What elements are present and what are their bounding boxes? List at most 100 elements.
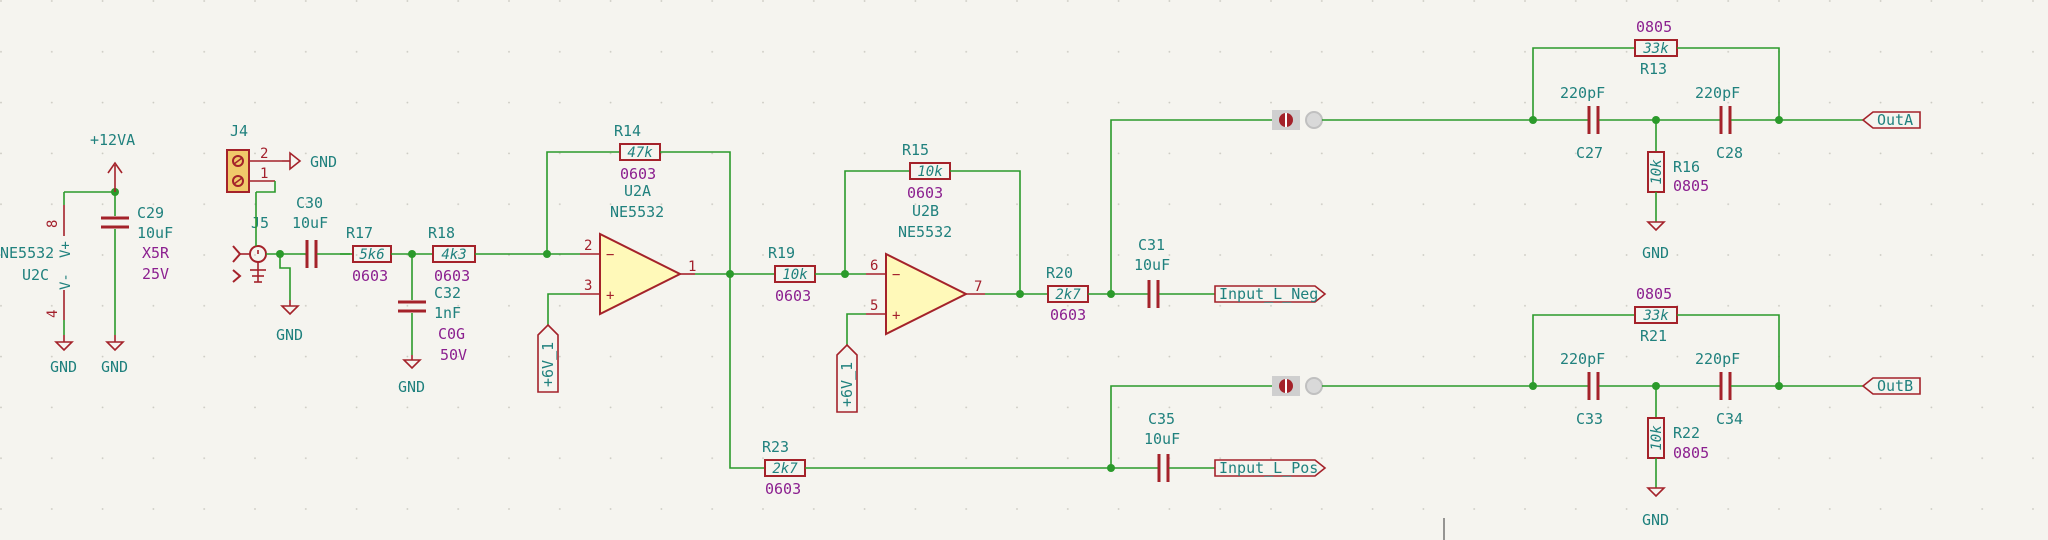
r21-value: 33k xyxy=(1642,308,1669,324)
resistor-r14[interactable]: 47k R14 0603 xyxy=(614,122,661,183)
r21-ref: R21 xyxy=(1640,327,1667,345)
net-tie-bottom[interactable] xyxy=(1272,376,1323,396)
r13-ref: R13 xyxy=(1640,60,1667,78)
u2a-plus: + xyxy=(606,288,614,304)
capacitor-c29[interactable]: C29 10uF X5R 25V xyxy=(101,192,173,335)
capacitor-c32[interactable]: C32 1nF C0G 50V xyxy=(398,254,467,364)
plus6v1-label-u2b: +6V_1 xyxy=(838,362,856,407)
r18-footprint: 0603 xyxy=(434,267,470,285)
resistor-r23[interactable]: 2k7 R23 0603 xyxy=(762,438,806,498)
c34-value: 220pF xyxy=(1695,350,1740,368)
outa-label[interactable]: OutA xyxy=(1861,111,1921,129)
gnd-symbol-j5: GND xyxy=(276,300,303,344)
gnd-symbol-r22: GND xyxy=(1642,487,1669,529)
svg-text:Input_L_Neg: Input_L_Neg xyxy=(1219,285,1318,303)
c27-ref: C27 xyxy=(1576,144,1603,162)
u2a-value: NE5532 xyxy=(610,203,664,221)
gnd-symbol-c29: GND xyxy=(101,335,128,376)
c29-dielectric: X5R xyxy=(142,244,170,262)
capacitor-c33[interactable]: 220pF C33 xyxy=(1533,350,1656,428)
svg-text:OutB: OutB xyxy=(1877,377,1913,395)
r23-footprint: 0603 xyxy=(765,480,801,498)
r21-footprint: 0805 xyxy=(1636,285,1672,303)
r13-value: 33k xyxy=(1642,41,1669,57)
plus6v1-label-u2a: +6V_1 xyxy=(539,342,557,387)
capacitor-c34[interactable]: 220pF C34 xyxy=(1656,350,1863,428)
plus6v1-flag-u2a[interactable]: +6V_1 xyxy=(537,323,559,393)
capacitor-c27[interactable]: 220pF C27 xyxy=(1533,84,1656,162)
r15-value: 10k xyxy=(917,164,943,180)
r14-footprint: 0603 xyxy=(620,165,656,183)
resistor-r20[interactable]: 2k7 R20 0603 xyxy=(1046,264,1089,324)
c31-ref: C31 xyxy=(1138,236,1165,254)
r22-ref: R22 xyxy=(1673,424,1700,442)
r16-ref: R16 xyxy=(1673,158,1700,176)
svg-text:Input_L_Pos: Input_L_Pos xyxy=(1219,459,1318,477)
r22-value: 10k xyxy=(1649,425,1665,451)
u2c-vplus-label: V+ xyxy=(58,241,74,258)
u2a-ref: U2A xyxy=(624,182,651,200)
u2c-vminus-label: V- xyxy=(58,273,74,290)
gnd-symbol-r16: GND xyxy=(1642,221,1669,262)
c33-value: 220pF xyxy=(1560,350,1605,368)
c28-value: 220pF xyxy=(1695,84,1740,102)
c35-ref: C35 xyxy=(1148,410,1175,428)
resistor-r22[interactable]: 10k R22 0805 xyxy=(1647,417,1709,462)
svg-text:GND: GND xyxy=(50,358,77,376)
capacitor-c28[interactable]: 220pF C28 xyxy=(1656,84,1863,162)
outb-label[interactable]: OutB xyxy=(1861,377,1921,395)
input-l-pos-label[interactable]: Input_L_Pos xyxy=(1214,459,1327,477)
u2c-ref: U2C xyxy=(22,266,49,284)
plus12va-label: +12VA xyxy=(90,131,135,149)
connector-j4[interactable]: J4 2 1 xyxy=(226,122,282,193)
c30-value: 10uF xyxy=(292,214,328,232)
u2c-value: NE5532 xyxy=(0,244,54,262)
gnd-symbol-c32: GND xyxy=(398,355,425,396)
resistor-r17[interactable]: 5k6 R17 0603 xyxy=(340,224,433,285)
c35-value: 10uF xyxy=(1144,430,1180,448)
u2a-pin1: 1 xyxy=(688,259,696,275)
c29-voltage: 25V xyxy=(142,265,169,283)
c31-value: 10uF xyxy=(1134,256,1170,274)
r14-value: 47k xyxy=(627,145,653,161)
net-tie-top[interactable] xyxy=(1272,110,1323,130)
c33-ref: C33 xyxy=(1576,410,1603,428)
c30-ref: C30 xyxy=(296,194,323,212)
resistor-r21[interactable]: 33k 0805 R21 xyxy=(1634,285,1678,345)
c27-value: 220pF xyxy=(1560,84,1605,102)
svg-text:GND: GND xyxy=(101,358,128,376)
u2c-pin8: 8 xyxy=(45,220,61,228)
plus12va-power-symbol[interactable]: +12VA xyxy=(90,131,135,192)
opamp-u2b[interactable]: − + 6 5 7 U2B NE5532 xyxy=(866,202,985,336)
resistor-r13[interactable]: 33k 0805 R13 xyxy=(1634,18,1678,78)
c29-ref: C29 xyxy=(137,204,164,222)
r13-footprint: 0805 xyxy=(1636,18,1672,36)
r20-footprint: 0603 xyxy=(1050,306,1086,324)
r15-footprint: 0603 xyxy=(907,184,943,202)
svg-text:GND: GND xyxy=(276,326,303,344)
u2a-minus: − xyxy=(606,247,614,263)
input-l-neg-label[interactable]: Input_L_Neg xyxy=(1214,285,1327,303)
capacitor-c35[interactable]: C35 10uF xyxy=(1144,410,1180,482)
c34-ref: C34 xyxy=(1716,410,1743,428)
r17-footprint: 0603 xyxy=(352,267,388,285)
u2b-pin7: 7 xyxy=(974,279,982,295)
j4-pin2: 2 xyxy=(260,146,268,162)
u2c-power-unit[interactable]: NE5532 U2C 8 4 V+ V- xyxy=(0,205,74,320)
u2b-minus: − xyxy=(892,267,900,283)
svg-text:GND: GND xyxy=(398,378,425,396)
r18-value: 4k3 xyxy=(441,247,466,263)
c32-voltage: 50V xyxy=(440,346,467,364)
svg-text:GND: GND xyxy=(1642,511,1669,529)
capacitor-c31[interactable]: C31 10uF xyxy=(1134,236,1170,308)
u2a-pin3: 3 xyxy=(584,278,592,294)
r23-ref: R23 xyxy=(762,438,789,456)
plus6v1-flag-u2b[interactable]: +6V_1 xyxy=(836,343,858,413)
capacitor-c30[interactable]: C30 10uF xyxy=(292,194,350,268)
u2b-plus: + xyxy=(892,308,900,324)
resistor-r18[interactable]: 4k3 R18 0603 xyxy=(428,224,580,285)
resistor-r16[interactable]: 10k R16 0805 xyxy=(1647,151,1709,195)
opamp-u2a[interactable]: − + 2 3 1 U2A NE5532 xyxy=(580,182,696,316)
svg-text:GND: GND xyxy=(1642,244,1669,262)
